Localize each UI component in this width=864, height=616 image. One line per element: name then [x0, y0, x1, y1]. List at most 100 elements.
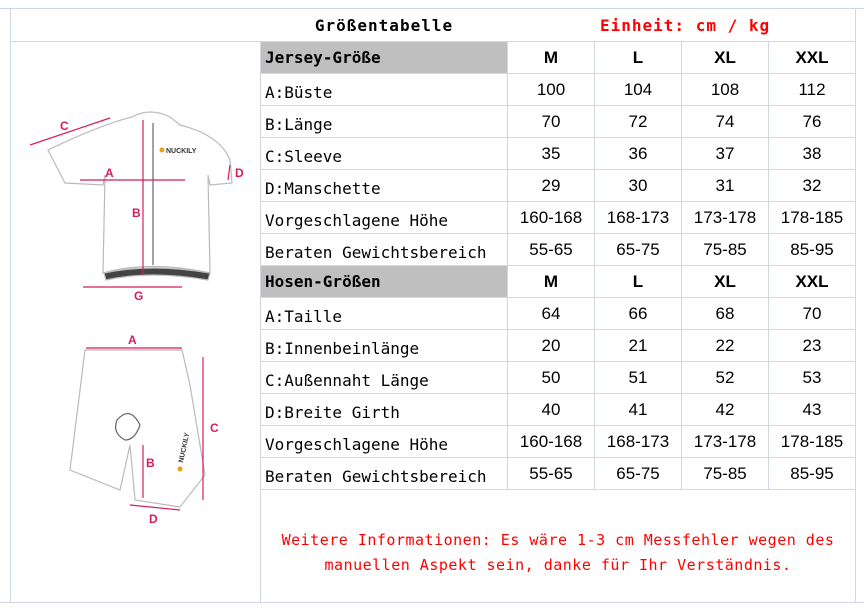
- info-note-line1: Weitere Informationen: Es wäre 1-3 cm Me…: [281, 531, 835, 549]
- cell: 72: [594, 105, 682, 138]
- info-note-line2: manuellen Aspekt sein, danke für Ihr Ver…: [324, 556, 792, 574]
- cell: 68: [681, 297, 769, 330]
- row-label: B:Länge: [260, 105, 508, 138]
- shorts-header: Hosen-Größen: [260, 265, 508, 298]
- label-c: C: [210, 421, 219, 435]
- cell: 55-65: [507, 233, 595, 266]
- cell: 85-95: [768, 457, 856, 490]
- size-header: XXL: [768, 41, 856, 74]
- cell: 21: [594, 329, 682, 362]
- cell: 64: [507, 297, 595, 330]
- cell: 168-173: [594, 201, 682, 234]
- cell: 160-168: [507, 425, 595, 458]
- cell: 22: [681, 329, 769, 362]
- label-b: B: [132, 206, 141, 220]
- cell: 40: [507, 393, 595, 426]
- cell: 42: [681, 393, 769, 426]
- shorts-diagram: [69, 349, 206, 508]
- size-header: XXL: [768, 265, 856, 298]
- brand-logo-icon: [177, 466, 183, 472]
- row-label: C:Außennaht Länge: [260, 361, 508, 394]
- cell: 65-75: [594, 457, 682, 490]
- jersey-header-row: Jersey-Größe M L XL XXL: [260, 41, 856, 74]
- row-label: Vorgeschlagene Höhe: [260, 425, 508, 458]
- row-label: Vorgeschlagene Höhe: [260, 201, 508, 234]
- cell: 112: [768, 73, 856, 106]
- size-header: M: [507, 41, 595, 74]
- shorts-header-row: Hosen-Größen M L XL XXL: [260, 265, 856, 298]
- label-b: B: [146, 456, 155, 470]
- size-header: XL: [681, 265, 769, 298]
- cell: 104: [594, 73, 682, 106]
- unit-label: Einheit: cm / kg: [600, 16, 771, 35]
- shorts-brand-logo: NUCKILY: [178, 432, 191, 464]
- row-label: Beraten Gewichtsbereich: [260, 457, 508, 490]
- cell: 32: [768, 169, 856, 202]
- cell: 85-95: [768, 233, 856, 266]
- grid-line: [0, 8, 864, 9]
- cell: 50: [507, 361, 595, 394]
- jersey-header: Jersey-Größe: [260, 41, 508, 74]
- cell: 66: [594, 297, 682, 330]
- size-diagram: NUCKILY C A B D G NUCKILY A C B D: [29, 111, 244, 525]
- cell: 53: [768, 361, 856, 394]
- cell: 23: [768, 329, 856, 362]
- cell: 20: [507, 329, 595, 362]
- cell: 52: [681, 361, 769, 394]
- grid-line: [0, 602, 864, 603]
- row-label: B:Innenbeinlänge: [260, 329, 508, 362]
- cell: 178-185: [768, 201, 856, 234]
- size-header: XL: [681, 41, 769, 74]
- cell: 30: [594, 169, 682, 202]
- size-header: M: [507, 265, 595, 298]
- grid-line: [855, 8, 856, 602]
- label-a: A: [105, 166, 114, 180]
- cell: 37: [681, 137, 769, 170]
- cell: 100: [507, 73, 595, 106]
- cell: 108: [681, 73, 769, 106]
- row-label: D:Manschette: [260, 169, 508, 202]
- cell: 70: [768, 297, 856, 330]
- cell: 36: [594, 137, 682, 170]
- cell: 29: [507, 169, 595, 202]
- cell: 70: [507, 105, 595, 138]
- brand-logo-icon: [159, 147, 165, 153]
- row-label: A:Büste: [260, 73, 508, 106]
- jersey-diagram: [47, 111, 233, 281]
- cell: 35: [507, 137, 595, 170]
- label-c: C: [60, 119, 69, 133]
- cell: 41: [594, 393, 682, 426]
- cell: 75-85: [681, 233, 769, 266]
- cell: 38: [768, 137, 856, 170]
- cell: 76: [768, 105, 856, 138]
- cell: 31: [681, 169, 769, 202]
- cell: 74: [681, 105, 769, 138]
- cell: 75-85: [681, 457, 769, 490]
- row-label: Beraten Gewichtsbereich: [260, 233, 508, 266]
- label-a: A: [128, 333, 137, 347]
- cell: 168-173: [594, 425, 682, 458]
- cell: 43: [768, 393, 856, 426]
- info-note: Weitere Informationen: Es wäre 1-3 cm Me…: [260, 528, 856, 578]
- row-label: C:Sleeve: [260, 137, 508, 170]
- cell: 173-178: [681, 425, 769, 458]
- cell: 65-75: [594, 233, 682, 266]
- label-d: D: [235, 166, 244, 180]
- cell: 160-168: [507, 201, 595, 234]
- grid-line: [10, 8, 11, 602]
- label-g: G: [134, 289, 143, 303]
- cell: 178-185: [768, 425, 856, 458]
- label-d: D: [149, 512, 158, 525]
